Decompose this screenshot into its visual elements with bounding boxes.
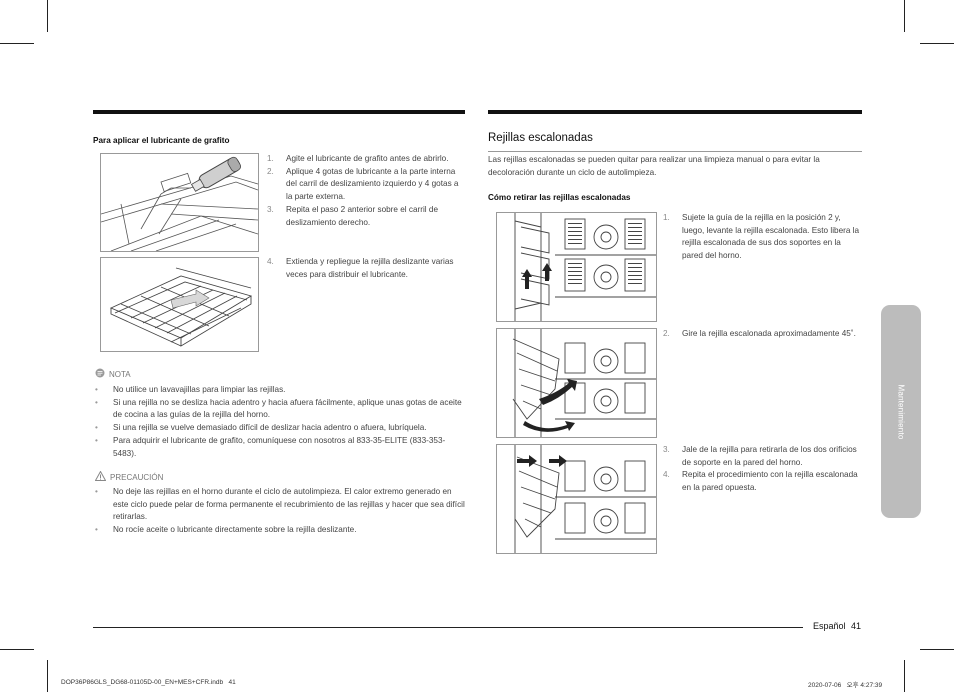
lubricant-step-4: 4. Extienda y repliegue la rejilla desliz… <box>267 256 467 281</box>
step-item: 1. Agite el lubricante de grafito antes d… <box>267 153 467 166</box>
step-item: 1. Sujete la guía de la rejilla en la pos… <box>663 212 861 263</box>
crop-mark <box>920 43 954 44</box>
step-text: Repita el paso 2 anterior sobre el carri… <box>286 204 439 227</box>
step-text: Agite el lubricante de grafito antes de … <box>286 154 449 163</box>
step-item: 4. Repita el procedimiento con la rejilla… <box>663 469 861 494</box>
removal-steps-3-4: 3. Jale de la rejilla para retirarla de l… <box>663 444 861 495</box>
caution-item: No rocíe aceite o lubricante directament… <box>93 524 465 537</box>
caution-list: No deje las rejillas en el horno durante… <box>93 486 465 537</box>
side-tab-label: Mantenimiento <box>896 384 906 440</box>
note-item: Si una rejilla no se desliza hacia adent… <box>93 397 465 422</box>
footer-rule <box>93 627 803 628</box>
step-number: 4. <box>663 470 670 480</box>
step-item: 3. Repita el paso 2 anterior sobre el car… <box>267 204 467 229</box>
lubricant-steps: 1. Agite el lubricante de grafito antes d… <box>267 153 467 229</box>
note-label: NOTA <box>109 369 131 379</box>
step-number: 1. <box>663 213 670 222</box>
crop-mark <box>47 660 48 692</box>
step-number: 1. <box>267 154 274 163</box>
note-icon <box>95 368 105 380</box>
step-number: 2. <box>663 329 670 338</box>
footer-language: Español <box>813 621 846 631</box>
removal-step-2: 2. Gire la rejilla escalonada aproximadam… <box>663 328 861 341</box>
step-text: Jale de la rejilla para retirarla de los… <box>682 445 857 467</box>
caution-header: PRECAUCIÓN <box>94 470 164 483</box>
step-number: 2. <box>267 166 274 176</box>
rack-pull-out-illustration <box>496 444 657 554</box>
step-text: Gire la rejilla escalonada aproximadamen… <box>682 329 856 338</box>
crop-mark <box>904 0 905 32</box>
step-number: 3. <box>267 204 274 214</box>
section-side-tab <box>881 305 921 518</box>
section-intro: Las rejillas escalonadas se pueden quita… <box>488 155 820 177</box>
step-item: 3. Jale de la rejilla para retirarla de l… <box>663 444 861 469</box>
removal-heading: Cómo retirar las rejillas escalonadas <box>488 193 631 202</box>
caution-item: No deje las rejillas en el horno durante… <box>93 486 465 524</box>
crop-mark <box>0 649 34 650</box>
step-number: 3. <box>663 445 670 454</box>
section-title: Rejillas escalonadas <box>488 132 593 144</box>
section-bar-right <box>488 110 862 114</box>
step-text: Repita el procedimiento con la rejilla e… <box>682 470 858 493</box>
step-text: Sujete la guía de la rejilla en la posic… <box>682 213 860 261</box>
rack-lift-illustration <box>496 212 657 322</box>
note-list: No utilice un lavavajillas para limpiar … <box>93 384 465 460</box>
print-slug-timestamp: 2020-07-06 오후 4:27:39 <box>808 682 883 689</box>
crop-mark <box>920 649 954 650</box>
step-item: 2. Gire la rejilla escalonada aproximadam… <box>663 328 861 341</box>
rack-rotate-illustration <box>496 328 657 438</box>
sliding-rack-illustration <box>100 257 259 352</box>
crop-mark <box>47 0 48 32</box>
step-text: Aplique 4 gotas de lubricante a la parte… <box>286 166 459 202</box>
note-item: Para adquirir el lubricante de grafito, … <box>93 435 465 460</box>
step-text: Extienda y repliegue la rejilla deslizan… <box>286 257 454 279</box>
print-slug-file: DOP36P86GLS_DG68-01105D-00_EN+MES+CFR.in… <box>61 679 236 686</box>
caution-label: PRECAUCIÓN <box>110 472 164 482</box>
note-header: NOTA <box>95 368 131 380</box>
warning-icon <box>94 470 107 483</box>
step-number: 4. <box>267 257 274 266</box>
page-number: 41 <box>851 621 862 631</box>
lubricant-rail-illustration <box>100 153 259 252</box>
lubricant-heading: Para aplicar el lubricante de grafito <box>93 136 230 145</box>
section-bar-left <box>93 110 465 114</box>
step-item: 4. Extienda y repliegue la rejilla desliz… <box>267 256 467 281</box>
step-item: 2. Aplique 4 gotas de lubricante a la par… <box>267 166 467 204</box>
crop-mark <box>0 43 34 44</box>
crop-mark <box>904 660 905 692</box>
removal-step-1: 1. Sujete la guía de la rejilla en la pos… <box>663 212 861 263</box>
section-title-rule <box>488 151 862 152</box>
note-item: Si una rejilla se vuelve demasiado difíc… <box>93 422 465 435</box>
note-item: No utilice un lavavajillas para limpiar … <box>93 384 465 397</box>
